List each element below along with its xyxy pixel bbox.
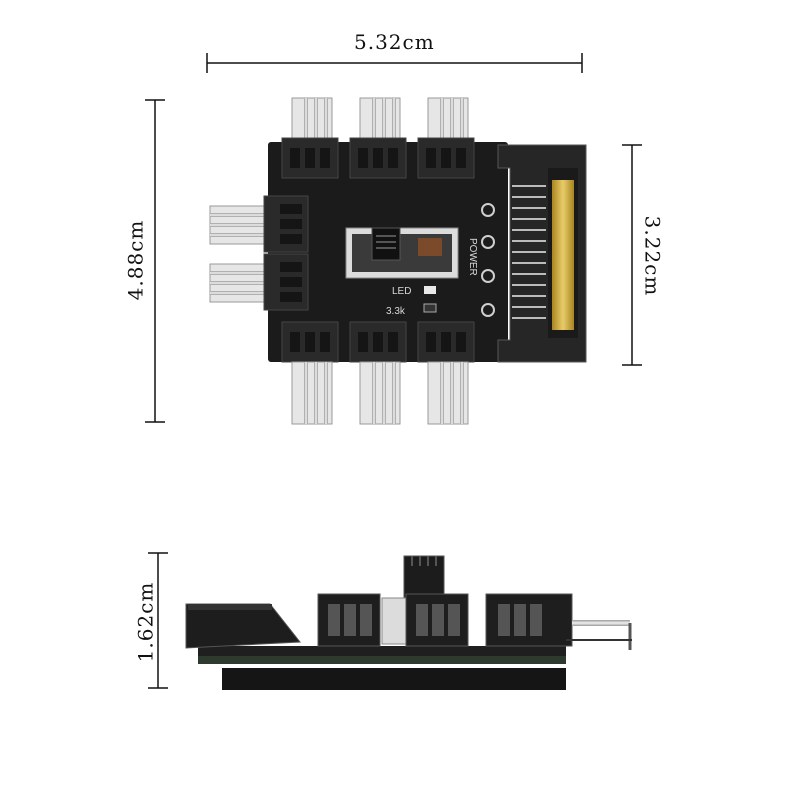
side-view bbox=[185, 555, 632, 690]
side-base-plate bbox=[222, 668, 566, 690]
led-component bbox=[424, 286, 436, 294]
fan-header-top-2 bbox=[349, 97, 407, 179]
bottom-fan-headers bbox=[281, 321, 475, 425]
fan-header-bottom-1 bbox=[281, 321, 339, 425]
power-switch bbox=[345, 227, 459, 279]
side-switch-knob bbox=[403, 555, 445, 599]
side-pcb bbox=[198, 646, 566, 658]
via-holes bbox=[481, 203, 495, 317]
side-sata-connector bbox=[185, 603, 301, 649]
resistor-silkscreen-label: 3.3k bbox=[386, 306, 406, 317]
fan-header-top-1 bbox=[281, 97, 339, 179]
power-silkscreen-label: POWER bbox=[467, 238, 478, 276]
side-headers bbox=[317, 593, 573, 647]
fan-header-left-2 bbox=[209, 253, 309, 311]
sata-connector bbox=[497, 144, 587, 363]
dimension-width-label: 5.32cm bbox=[354, 30, 435, 54]
top-view: POWER LED 3.3k bbox=[209, 97, 587, 425]
led-silkscreen-label: LED bbox=[392, 286, 411, 297]
fan-header-top-3 bbox=[417, 97, 475, 179]
fan-header-left-1 bbox=[209, 195, 309, 253]
left-fan-headers bbox=[209, 195, 309, 311]
top-fan-headers bbox=[281, 97, 475, 179]
fan-header-bottom-3 bbox=[417, 321, 475, 425]
resistor-component bbox=[423, 303, 437, 313]
dimension-lines bbox=[145, 53, 642, 689]
side-right-pins bbox=[572, 620, 630, 626]
fan-header-bottom-2 bbox=[349, 321, 407, 425]
